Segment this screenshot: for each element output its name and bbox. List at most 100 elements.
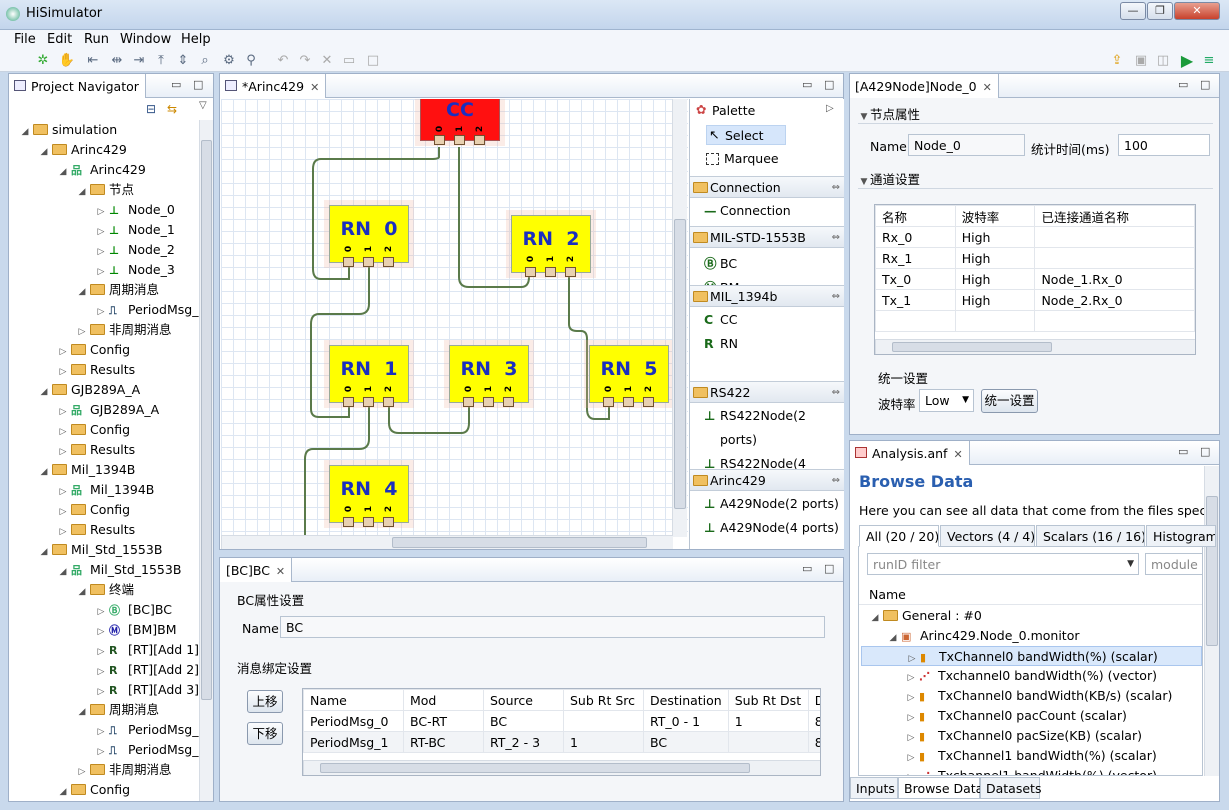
menu-help[interactable]: Help xyxy=(181,32,211,47)
expanded-icon[interactable]: ◢ xyxy=(78,187,86,197)
data-tree-item[interactable]: ▷⋰Txchannel0 bandWidth(%) (vector) xyxy=(861,666,1202,686)
tree-item[interactable]: ▷⊥Node_0 xyxy=(95,200,175,220)
collapsed-icon[interactable]: ▷ xyxy=(59,487,67,497)
port[interactable] xyxy=(463,397,474,407)
tree-item[interactable]: ▷R[RT][Add 2] xyxy=(95,660,200,680)
runid-filter[interactable]: runID filter▼ xyxy=(867,553,1139,575)
restore-button[interactable]: ❐ xyxy=(1147,2,1173,20)
collapsed-icon[interactable]: ▷ xyxy=(907,713,915,723)
port[interactable] xyxy=(363,397,374,407)
column-header[interactable]: Sub Rt Src xyxy=(563,689,644,711)
tree-item[interactable]: ◢Mil_1394B xyxy=(38,460,136,480)
expanded-icon[interactable]: ◢ xyxy=(59,567,67,577)
minimize-icon[interactable]: ▭ xyxy=(1178,78,1189,91)
close-tab-icon[interactable]: ✕ xyxy=(310,81,320,94)
expanded-icon[interactable]: ◢ xyxy=(40,147,48,157)
undo-icon[interactable]: ↶ xyxy=(277,53,289,68)
collapsed-icon[interactable]: ▷ xyxy=(97,667,105,677)
menu-edit[interactable]: Edit xyxy=(47,32,73,47)
palette-group-header[interactable]: Connection⇔ xyxy=(690,176,844,198)
expanded-icon[interactable]: ◢ xyxy=(78,287,86,297)
data-tree-item[interactable]: ▷▮TxChannel0 pacCount (scalar) xyxy=(861,706,1202,726)
tree-item[interactable]: ◢simulation xyxy=(19,120,118,140)
collapsed-icon[interactable]: ▷ xyxy=(97,247,105,257)
collapsed-icon[interactable]: ▷ xyxy=(905,768,917,775)
expanded-icon[interactable]: ◢ xyxy=(40,387,48,397)
menu-window[interactable]: Window xyxy=(120,32,172,47)
collapsed-icon[interactable]: ▷ xyxy=(97,267,105,277)
collapsed-icon[interactable]: ▷ xyxy=(59,427,67,437)
binding-hscrollbar[interactable] xyxy=(303,760,820,775)
tree-item[interactable]: ▷Config xyxy=(57,420,131,440)
collapsed-icon[interactable]: ▷ xyxy=(59,527,67,537)
collapsed-icon[interactable]: ▷ xyxy=(908,654,916,664)
column-header[interactable]: D xyxy=(807,689,820,711)
column-header[interactable]: Sub Rt Dst xyxy=(727,689,809,711)
save-icon[interactable]: ▣ xyxy=(1134,53,1148,68)
column-header[interactable]: Mod xyxy=(403,689,484,711)
tree-item[interactable]: ▷Config xyxy=(57,340,131,360)
port[interactable] xyxy=(545,267,556,277)
channel-hscrollbar[interactable] xyxy=(875,339,1195,354)
tree-item[interactable]: ▷⎍PeriodMsg_ xyxy=(95,720,199,740)
port[interactable] xyxy=(643,397,654,407)
collapsed-icon[interactable]: ▷ xyxy=(907,693,915,703)
data-tree-item[interactable]: ◢▣Arinc429.Node_0.monitor xyxy=(861,626,1202,646)
column-header[interactable]: Source xyxy=(483,689,564,711)
port[interactable] xyxy=(503,397,514,407)
scroll-thumb[interactable] xyxy=(1206,496,1218,646)
collapsed-icon[interactable]: ▷ xyxy=(59,407,67,417)
tree-item[interactable]: ▷Results xyxy=(57,440,136,460)
scroll-thumb[interactable] xyxy=(892,342,1052,352)
expanded-icon[interactable]: ◢ xyxy=(78,587,86,597)
tree-item[interactable]: ▷⊥Node_3 xyxy=(95,260,175,280)
tree-item[interactable]: ◢周期消息 xyxy=(76,280,159,300)
maximize-icon[interactable]: □ xyxy=(193,78,204,91)
scroll-thumb[interactable] xyxy=(320,763,750,773)
collapsed-icon[interactable]: ▷ xyxy=(59,507,67,517)
baud-select[interactable]: Low▼ xyxy=(919,389,974,412)
expanded-icon[interactable]: ◢ xyxy=(59,167,67,177)
palette-group-header[interactable]: MIL_1394b⇔ xyxy=(690,285,844,307)
minimize-button[interactable]: — xyxy=(1120,2,1146,20)
tab-project-navigator[interactable]: Project Navigator xyxy=(9,74,146,98)
tree-item[interactable]: ▷⊥Node_1 xyxy=(95,220,175,240)
tree-item[interactable]: ◢周期消息 xyxy=(76,700,159,720)
find-icon[interactable]: ⚲ xyxy=(246,53,256,68)
close-tab-icon[interactable]: ✕ xyxy=(953,448,963,461)
port[interactable] xyxy=(363,517,374,527)
align-center-icon[interactable]: ⇹ xyxy=(111,53,123,68)
port[interactable] xyxy=(363,257,374,267)
palette-item[interactable]: ⊥RS422Node(4 xyxy=(704,456,806,471)
tree-item[interactable]: ▷Results xyxy=(57,360,136,380)
tree-item[interactable]: ◢Arinc429 xyxy=(38,140,127,160)
collapse-arrows-icon[interactable]: ⇔ xyxy=(831,291,840,302)
data-tree-item[interactable]: ▷▮TxChannel0 bandWidth(%) (scalar) xyxy=(861,646,1202,666)
move-up-button[interactable]: 上移 xyxy=(247,690,283,713)
collapse-arrows-icon[interactable]: ⇔ xyxy=(831,182,840,193)
link-editor-icon[interactable]: ⇆ xyxy=(167,102,178,116)
collapsed-icon[interactable]: ▷ xyxy=(97,747,105,757)
palette-marquee-tool[interactable]: Marquee xyxy=(706,151,779,166)
tree-item[interactable]: ▷非周期消息 xyxy=(76,320,172,340)
collapsed-icon[interactable]: ▷ xyxy=(97,647,105,657)
palette-select-tool[interactable]: Select↖ xyxy=(706,125,786,145)
collapsed-icon[interactable]: ▷ xyxy=(59,367,67,377)
column-header[interactable]: Destination xyxy=(643,689,729,711)
port[interactable] xyxy=(343,257,354,267)
tree-item[interactable]: ▷Ⓑ[BC]BC xyxy=(95,600,172,620)
bottom-tab[interactable]: Browse Data xyxy=(898,777,983,799)
data-tree-item[interactable]: ▷▮TxChannel0 bandWidth(KB/s) (scalar) xyxy=(861,686,1202,706)
column-header[interactable]: Name xyxy=(303,689,404,711)
redo-icon[interactable]: ↷ xyxy=(299,53,311,68)
